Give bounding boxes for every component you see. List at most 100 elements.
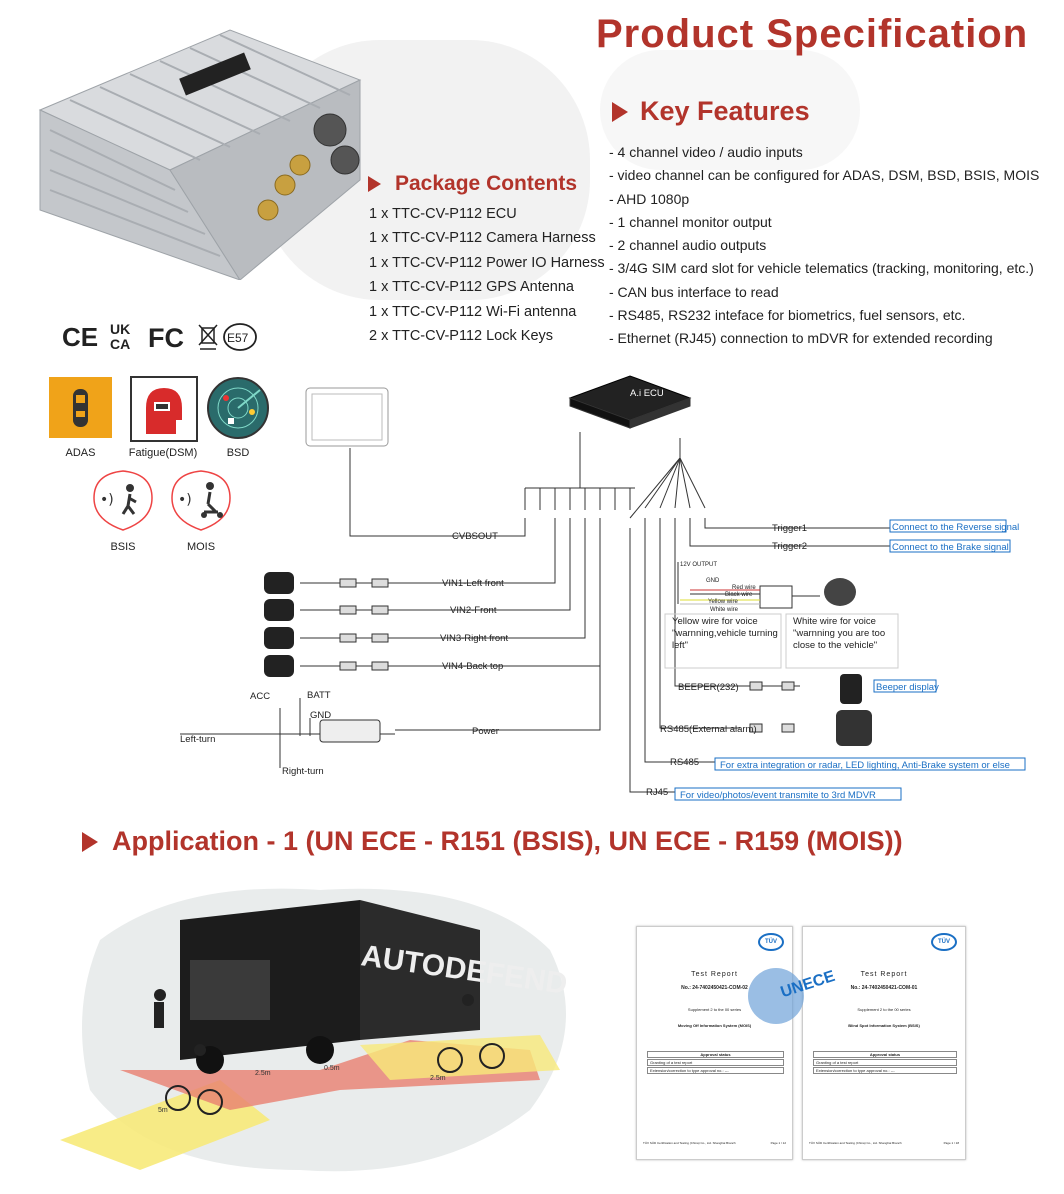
report-status2: Extension/correction to type approval no… (813, 1067, 957, 1074)
page-title: Product Specification (596, 12, 1029, 56)
svg-text:•): •) (100, 492, 114, 508)
application-heading: Application - 1 (UN ECE - R151 (BSIS), U… (82, 826, 903, 857)
acc-label: ACC (250, 691, 270, 702)
key-features-heading-text: Key Features (640, 96, 810, 126)
key-feature-item: - video channel can be configured for AD… (609, 167, 1040, 184)
distance-label-3: 2.5m (430, 1075, 446, 1082)
trigger1-label: Trigger1 (772, 523, 807, 534)
report-page: Page 1 / 18 (943, 1141, 959, 1145)
vin3-label: VIN3-Right front (440, 633, 508, 644)
report-regulation: Supplement 2 to the 00 series (687, 1007, 742, 1012)
report-subject: Blind Spot Information System (BSIS) (848, 1023, 920, 1028)
output-12v-label: 12V OUTPUT (680, 562, 717, 568)
svg-text:E57: E57 (227, 331, 249, 345)
bsis-label: BSIS (110, 541, 136, 553)
red-wire-label: Red wire (732, 585, 756, 591)
adas-icon (49, 377, 112, 438)
key-feature-item: - Ethernet (RJ45) connection to mDVR for… (609, 330, 993, 347)
test-report-bsis: TÜV Test Report No.: 24-7402450421-COM-0… (802, 926, 966, 1160)
report-footer: TÜV SÜD Certification and Testing (China… (643, 1141, 736, 1145)
vin2-label: VIN2-Front (450, 605, 497, 616)
package-contents-heading-text: Package Contents (395, 172, 578, 195)
vin1-label: VIN1-Left front (442, 578, 504, 589)
dsm-fatigue-icon (130, 376, 198, 442)
certification-marks: CE UK CA FC E57 (62, 321, 257, 353)
report-status-head: Approval status (647, 1051, 784, 1058)
gnd-label: GND (310, 710, 331, 721)
rj45-note: For video/photos/event transmite to 3rd … (680, 790, 876, 801)
report-status1: Granting of a test report (813, 1059, 957, 1066)
report-status1: Granting of a test report (647, 1059, 784, 1066)
key-feature-item: - 2 channel audio outputs (609, 237, 767, 254)
e57-mark-icon: E57 (223, 323, 257, 351)
distance-label-4: 5m (158, 1107, 168, 1114)
bsis-icon: •) (90, 468, 156, 532)
beeper-note: Beeper display (876, 682, 939, 693)
key-features-list: - 4 channel video / audio inputs - video … (609, 141, 1039, 351)
package-contents-heading: Package Contents (368, 172, 577, 196)
key-feature-item: - 4 channel video / audio inputs (609, 144, 803, 160)
package-content-item: 1 x TTC-CV-P112 ECU (369, 206, 517, 222)
adas-label: ADAS (65, 447, 96, 459)
dsm-label: Fatigue(DSM) (128, 447, 198, 459)
package-content-item: 1 x TTC-CV-P112 Camera Harness (369, 230, 596, 247)
left-turn-label: Left-turn (180, 734, 215, 745)
application-heading-text: Application - 1 (UN ECE - R151 (BSIS), U… (112, 826, 903, 856)
note-yellow-text: Yellow wire for voice "warnning,vehicle … (672, 616, 778, 651)
mois-icon: •) (168, 468, 234, 532)
package-content-item: 1 x TTC-CV-P112 Wi-Fi antenna (369, 303, 577, 320)
truck-application-illustration: AUTODEFEND 2.5m 0.5m 2.5m 5m (60, 888, 569, 1172)
power-label: Power (472, 726, 499, 737)
yellow-wire-label: Yellow wire (708, 599, 738, 605)
key-features-heading: Key Features (612, 96, 810, 127)
ecu-product-image (38, 29, 362, 280)
report-footer: TÜV SÜD Certification and Testing (China… (809, 1141, 902, 1145)
rs485-note: For extra integration or radar, LED ligh… (720, 760, 1010, 771)
note-white-box: White wire for voice "warnning you are t… (793, 616, 885, 651)
trigger2-label: Trigger2 (772, 541, 807, 552)
distance-label-1: 2.5m (255, 1070, 271, 1077)
unece-emblem-icon (748, 968, 804, 1024)
chevron-right-icon (368, 176, 381, 192)
package-content-item: 2 x TTC-CV-P112 Lock Keys (369, 328, 554, 345)
key-feature-item: - AHD 1080p (609, 190, 690, 207)
report-status2: Extension/correction to type approval no… (647, 1067, 784, 1074)
test-report-mois: TÜV Test Report No.: 24-7402450421-COM-0… (636, 926, 793, 1160)
package-content-item: 1 x TTC-CV-P112 GPS Antenna (369, 279, 574, 296)
report-page: Page 1 / 12 (770, 1141, 786, 1145)
ecu-label: A.i ECU (630, 388, 664, 399)
vin4-label: VIN4-Back top (442, 661, 503, 672)
tuv-logo-icon: TÜV (758, 933, 784, 951)
white-wire-label: White wire (710, 607, 739, 613)
cvbsout-label: CVBSOUT (452, 531, 498, 542)
key-feature-item: - CAN bus interface to read (609, 283, 779, 300)
report-number: No.: 24-7402450421-COM-01 (850, 985, 918, 991)
rs485-label: RS485 (670, 757, 699, 768)
report-number: No.: 24-7402450421-COM-02 (681, 985, 748, 991)
gnd-small-label: GND (706, 578, 720, 584)
mois-label: MOIS (186, 541, 216, 553)
report-subject: Moving Off Information System (MOIS) (677, 1023, 752, 1028)
svg-text:•): •) (178, 492, 192, 508)
key-feature-item: - 1 channel monitor output (609, 213, 772, 230)
ce-mark-icon: CE (62, 322, 98, 352)
bsd-radar-icon (206, 376, 270, 440)
distance-label-2: 0.5m (324, 1065, 340, 1072)
svg-text:CA: CA (110, 336, 130, 352)
rs485-ext-label: RS485(External alarm) (660, 724, 757, 735)
monitor-image (305, 387, 389, 447)
bsd-label: BSD (226, 447, 250, 459)
chevron-right-icon (82, 831, 98, 852)
ukca-mark-icon: UK (110, 321, 130, 337)
right-turn-label: Right-turn (282, 766, 324, 777)
report-status-head: Approval status (813, 1051, 957, 1058)
weee-bin-icon (198, 324, 218, 350)
key-feature-item: - 3/4G SIM card slot for vehicle telemat… (609, 260, 1034, 277)
package-content-item: 1 x TTC-CV-P112 Power IO Harness (369, 254, 605, 271)
key-feature-item: - RS485, RS232 inteface for biometrics, … (609, 307, 966, 324)
package-contents-list: 1 x TTC-CV-P112 ECU 1 x TTC-CV-P112 Camer… (369, 202, 605, 348)
tuv-logo-icon: TÜV (931, 933, 957, 951)
batt-label: BATT (307, 690, 331, 701)
fcc-mark-icon: FC (148, 323, 184, 353)
rj45-label: RJ45 (646, 787, 668, 798)
